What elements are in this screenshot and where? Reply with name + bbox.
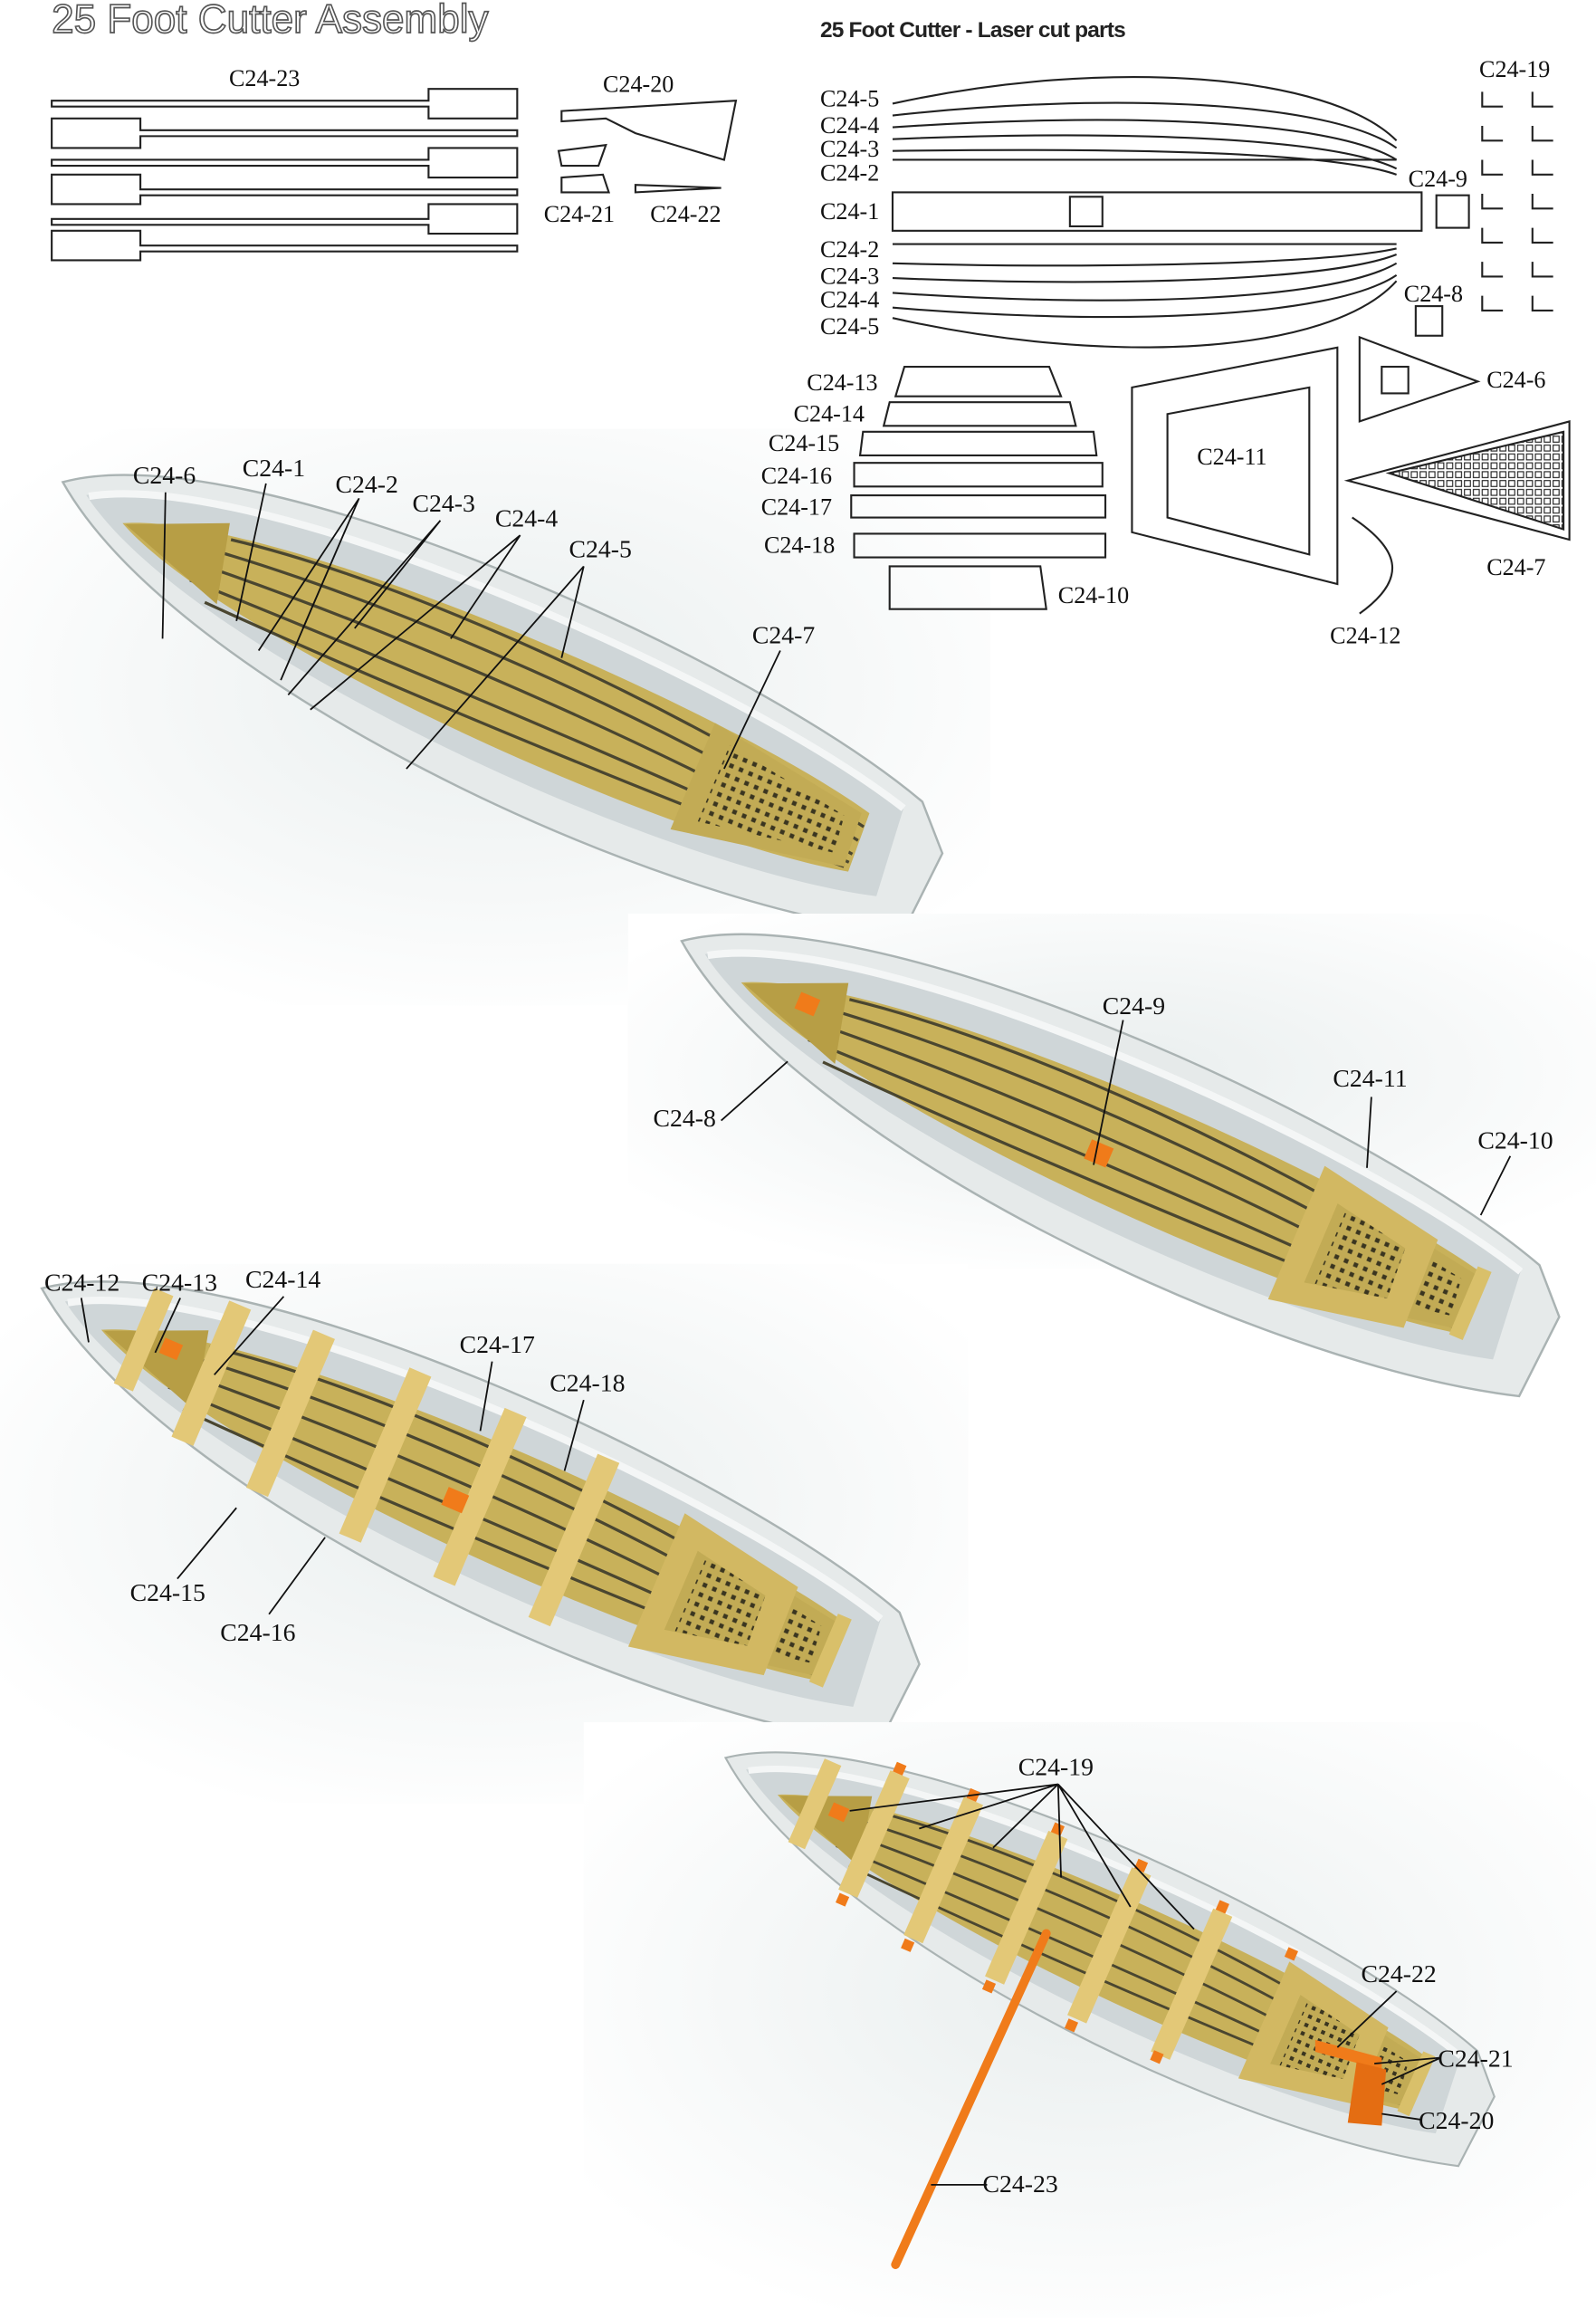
part-label: C24-14 [794,400,865,426]
assembly-step-4: C24-19 C24-22 C24-21 C24-20 C24-23 [583,1687,1596,2318]
part-label: C24-5 [820,86,879,112]
callout-label: C24-19 [1018,1754,1094,1782]
parts-sheet-title: 25 Foot Cutter - Laser cut parts [820,18,1125,43]
callout-label: C24-10 [1477,1127,1553,1155]
callout-label: C24-12 [44,1269,119,1297]
part-label: C24-17 [761,493,832,520]
part-label: C24-11 [1197,444,1266,470]
part-label: C24-3 [820,136,879,162]
callout-label: C24-2 [336,471,398,499]
part-label: C24-12 [1330,622,1400,648]
oar-c24-23 [891,1929,1051,2269]
callout-label: C24-1 [243,455,305,483]
callout-label: C24-9 [1103,992,1165,1020]
part-label: C24-13 [807,369,877,396]
part-label: C24-4 [820,112,879,139]
part-label: C24-23 [229,65,300,91]
oar-parts-sheet: C24-23 C24-20 C24-21 C24-22 [51,65,738,262]
callout-label: C24-4 [495,504,559,532]
part-label: C24-16 [761,463,832,489]
callout-label: C24-16 [220,1619,295,1647]
part-label: C24-1 [820,198,879,225]
part-label: C24-5 [820,313,879,340]
part-label: C24-9 [1409,166,1467,192]
callout-label: C24-23 [983,2170,1058,2198]
callout-label: C24-13 [142,1269,217,1297]
assembly-step-1: C24-6 C24-1 C24-2 C24-3 C24-4 C24-5 C24-… [0,401,990,1006]
part-label: C24-2 [820,236,879,263]
part-label: C24-3 [820,263,879,290]
part-label: C24-7 [1486,554,1545,580]
oarlocks-c24-19 [835,1761,1298,2064]
assembly-step-2: C24-9 C24-8 C24-11 C24-10 [628,860,1596,1436]
callout-label: C24-22 [1361,1960,1436,1988]
assembly-step-3: C24-12 C24-13 C24-14 C24-17 C24-18 C24-1… [0,1207,969,1804]
callout-label: C24-5 [569,536,631,564]
part-label: C24-20 [603,71,674,97]
callout-label: C24-21 [1438,2045,1513,2073]
page-title: 25 Foot Cutter Assembly [52,0,488,42]
part-label: C24-4 [820,287,879,313]
callout-label: C24-15 [130,1579,205,1607]
callout-label: C24-20 [1419,2107,1494,2135]
laser-cut-parts-sheet: C24-5 C24-4 C24-3 C24-2 C24-1 C24-2 C24-… [761,56,1571,648]
rudder-c24-20 [1314,2039,1387,2126]
oarlock-parts [1481,91,1553,312]
callout-label: C24-7 [752,621,815,649]
callout-label: C24-17 [460,1331,535,1359]
part-label: C24-10 [1058,582,1129,608]
part-label: C24-8 [1404,281,1463,307]
seat-c24-11 [1267,1165,1438,1328]
part-label: C24-21 [544,201,615,227]
callout-label: C24-6 [133,462,196,490]
part-label: C24-18 [764,532,835,559]
part-label: C24-15 [769,430,839,456]
callout-label: C24-11 [1333,1065,1407,1093]
part-label: C24-22 [650,201,721,227]
part-label: C24-6 [1486,367,1545,393]
part-label: C24-2 [820,159,879,186]
callout-label: C24-8 [654,1105,716,1133]
part-label: C24-19 [1479,56,1550,82]
callout-label: C24-3 [412,490,474,518]
callout-label: C24-18 [550,1369,625,1397]
thwart-seats [113,1288,620,1627]
callout-label: C24-14 [245,1266,320,1294]
